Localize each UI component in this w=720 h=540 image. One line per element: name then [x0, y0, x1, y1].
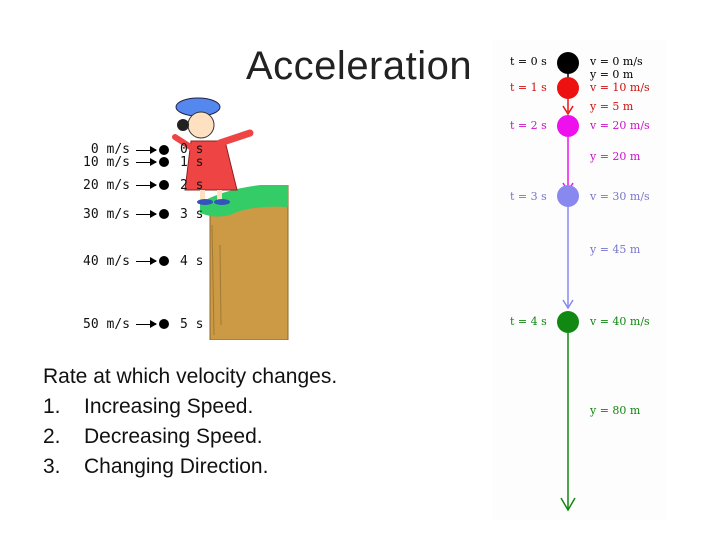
arrow-icon: [136, 146, 157, 154]
arrow-icon: [136, 257, 157, 265]
bullet-number: 2.: [43, 425, 61, 448]
motion-track: [557, 52, 579, 512]
bullet-item: 3. Changing Direction.: [43, 452, 337, 482]
time-label: t = 4 s: [510, 315, 547, 328]
time-label: 3 s: [180, 207, 204, 222]
arrow-icon: [136, 181, 157, 189]
time-label: t = 0 s: [510, 55, 547, 68]
ball-dot: [159, 256, 169, 266]
time-label: 0 s: [180, 142, 204, 157]
speed-label: 40 m/s: [83, 254, 130, 269]
velocity-label: v = 40 m/s: [590, 315, 650, 328]
bullet-text: Increasing Speed.: [84, 395, 254, 418]
speed-label: 0 m/s: [90, 142, 130, 157]
bullet-text: Decreasing Speed.: [84, 425, 263, 448]
ball-t2: [557, 115, 579, 137]
speed-label: 50 m/s: [83, 317, 130, 332]
cliff-illustration: 0 m/s 10 m/s 20 m/s 30 m/s 40 m/s 50 m/s…: [60, 95, 310, 340]
position-label: y = 0 m: [590, 68, 634, 81]
girl-cartoon: [172, 97, 254, 205]
ball-t4: [557, 311, 579, 333]
position-label: y = 5 m: [590, 100, 634, 113]
time-label: t = 3 s: [510, 190, 547, 203]
bullet-text: Changing Direction.: [84, 455, 269, 478]
ball-dot: [159, 145, 169, 155]
cliff-graphic: [200, 185, 289, 340]
ball-t3: [557, 185, 579, 207]
ball-dot: [159, 180, 169, 190]
bullet-list: Rate at which velocity changes. 1. Incre…: [43, 362, 337, 482]
speed-label: 30 m/s: [83, 207, 130, 222]
time-label: t = 2 s: [510, 119, 547, 132]
arrow-icon: [136, 158, 157, 166]
ball-t0: [557, 52, 579, 74]
bullet-item: 1. Increasing Speed.: [43, 392, 337, 422]
ball-t1: [557, 77, 579, 99]
bullet-intro: Rate at which velocity changes.: [43, 365, 338, 388]
time-label: 1 s: [180, 155, 204, 170]
ball-dot: [159, 157, 169, 167]
bullet-number: 3.: [43, 455, 61, 478]
arrow-icon: [136, 210, 157, 218]
bullet-number: 1.: [43, 395, 61, 418]
velocity-label: v = 20 m/s: [590, 119, 650, 132]
position-label: y = 20 m: [590, 150, 641, 163]
slide-title: Acceleration: [246, 44, 473, 88]
velocity-label: v = 0 m/s: [590, 55, 643, 68]
speed-label: 10 m/s: [83, 155, 130, 170]
position-label: y = 45 m: [590, 243, 641, 256]
motion-diagram: t = 0 s v = 0 m/s y = 0 m t = 1 s v = 10…: [492, 40, 667, 520]
time-label: t = 1 s: [510, 81, 547, 94]
position-label: y = 80 m: [590, 404, 641, 417]
velocity-label: v = 10 m/s: [590, 81, 650, 94]
velocity-label: v = 30 m/s: [590, 190, 650, 203]
time-label: 2 s: [180, 178, 204, 193]
ball-dot: [159, 209, 169, 219]
speed-label: 20 m/s: [83, 178, 130, 193]
time-label: 4 s: [180, 254, 204, 269]
bullet-item: 2. Decreasing Speed.: [43, 422, 337, 452]
time-label: 5 s: [180, 317, 204, 332]
ball-dot: [159, 319, 169, 329]
arrow-icon: [136, 320, 157, 328]
